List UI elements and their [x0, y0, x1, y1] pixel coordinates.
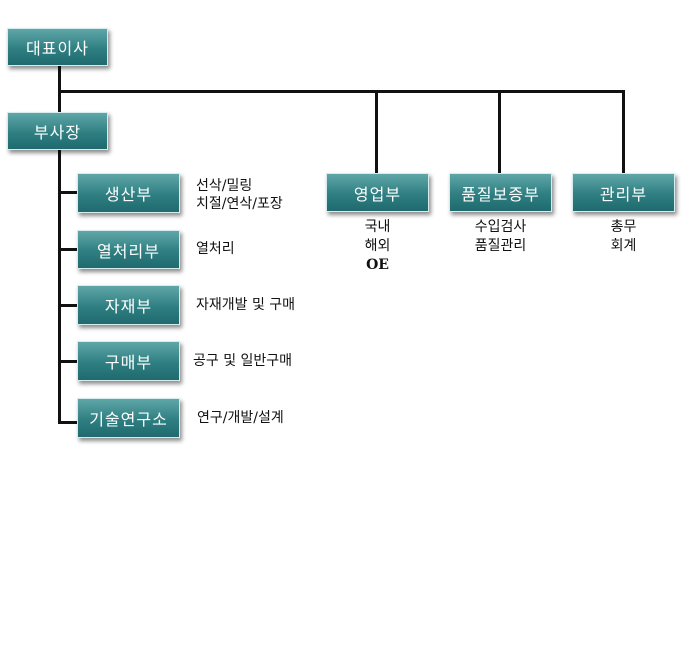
department-box-materials: 자재부 — [77, 285, 180, 325]
department-box-quality-assurance: 품질보증부 — [449, 173, 552, 212]
department-task: 열처리 — [196, 241, 235, 257]
connector-main-horizontal — [58, 90, 625, 93]
connector-branch-materials — [58, 304, 78, 307]
ceo-box: 대표이사 — [7, 28, 108, 66]
department-box-sales: 영업부 — [326, 173, 429, 212]
department-task: 치절/연삭/포장 — [196, 196, 283, 212]
department-task: 공구 및 일반구매 — [193, 353, 293, 369]
vp-box: 부사장 — [7, 112, 108, 150]
department-box-purchasing: 구매부 — [77, 341, 180, 381]
department-task: 해외 — [364, 238, 391, 254]
connector-admin-drop — [622, 90, 625, 174]
connector-ceo-vertical — [58, 66, 61, 112]
connector-vp-vertical — [58, 150, 61, 424]
department-task: 자재개발 및 구매 — [196, 297, 296, 313]
department-task: 연구/개발/설계 — [197, 410, 284, 426]
connector-branch-production — [58, 191, 78, 194]
connector-branch-purchasing — [58, 360, 78, 363]
department-box-production: 생산부 — [77, 173, 180, 213]
department-box-rnd: 기술연구소 — [77, 398, 180, 438]
department-task: OE — [366, 257, 389, 273]
department-task: 회계 — [610, 238, 637, 254]
department-box-administration: 관리부 — [572, 173, 675, 212]
department-task: 수입검사 — [474, 219, 527, 235]
connector-sales-drop — [375, 90, 378, 174]
department-task: 선삭/밀링 — [196, 178, 253, 194]
connector-qa-drop — [498, 90, 501, 174]
department-task: 국내 — [364, 219, 391, 235]
department-box-heat-treatment: 열처리부 — [77, 230, 180, 269]
connector-branch-rnd — [58, 421, 78, 424]
connector-branch-heat — [58, 248, 78, 251]
department-task: 품질관리 — [474, 238, 527, 254]
department-task: 총무 — [610, 219, 637, 235]
